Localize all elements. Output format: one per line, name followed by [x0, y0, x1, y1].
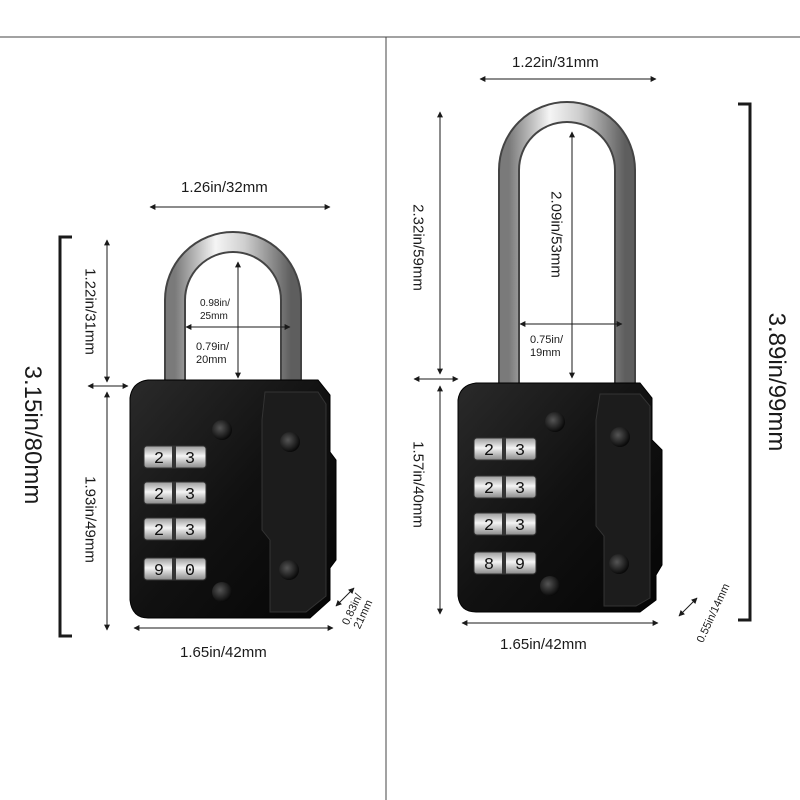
dial-digit: 3 — [515, 442, 525, 461]
dial-digit: 2 — [484, 517, 494, 536]
left-dimension-lines — [58, 204, 355, 638]
right-dial-row-4[interactable]: 8 9 — [473, 551, 537, 575]
right-inner-width-label: 0.75in/ 19mm — [530, 334, 564, 359]
left-rivet-2 — [280, 432, 300, 452]
left-inner-width-label: 0.79in/ 20mm — [196, 341, 230, 366]
dial-digit: 9 — [154, 562, 164, 581]
dial-digit: 3 — [515, 480, 525, 499]
left-rivet-4 — [212, 582, 232, 602]
left-shackle-width-label: 1.26in/32mm — [181, 179, 268, 196]
left-dial-row-3[interactable]: 2 3 — [143, 517, 207, 541]
right-body-width-label: 1.65in/42mm — [500, 636, 587, 653]
left-shackle-height-label: 1.22in/31mm — [81, 268, 99, 355]
right-total-bracket — [738, 102, 752, 622]
right-shackle-outline — [498, 101, 636, 395]
right-dimension-lines — [413, 76, 752, 626]
right-body-panel — [595, 393, 651, 607]
dial-digit: 3 — [185, 450, 195, 469]
left-padlock: 2 3 2 3 2 3 9 0 — [129, 231, 337, 619]
left-body-width-label: 1.65in/42mm — [180, 644, 267, 661]
right-shackle-width-label: 1.22in/31mm — [512, 54, 599, 71]
dial-digit: 9 — [515, 556, 525, 575]
right-total-height-label: 3.89in/99mm — [763, 312, 790, 452]
left-rivet-1 — [212, 420, 232, 440]
right-body-height-label: 1.57in/40mm — [409, 441, 427, 528]
right-inner-height-label: 2.09in/53mm — [547, 191, 565, 278]
right-rivet-4 — [540, 576, 560, 596]
left-body-panel — [261, 391, 327, 613]
dial-digit: 2 — [154, 486, 164, 505]
right-rivet-2 — [610, 427, 630, 447]
left-total-bracket — [58, 235, 72, 638]
right-rivet-1 — [545, 412, 565, 432]
left-dial-row-1[interactable]: 2 3 — [143, 445, 207, 469]
right-dial-row-3[interactable]: 2 3 — [473, 512, 537, 536]
dial-digit: 2 — [154, 450, 164, 469]
right-shackle-height-label: 2.32in/59mm — [409, 204, 427, 291]
left-body-height-label: 1.93in/49mm — [81, 476, 99, 563]
dial-digit: 3 — [185, 522, 195, 541]
dial-digit: 3 — [515, 517, 525, 536]
right-dial-row-1[interactable]: 2 3 — [473, 437, 537, 461]
left-rivet-3 — [279, 560, 299, 580]
right-rivet-3 — [609, 554, 629, 574]
right-padlock: 2 3 2 3 2 3 8 9 — [457, 101, 663, 613]
dial-digit: 0 — [185, 562, 195, 581]
dial-digit: 2 — [484, 442, 494, 461]
left-inner-height-label: 0.98in/ 25mm — [200, 298, 231, 322]
dial-digit: 2 — [154, 522, 164, 541]
dial-digit: 8 — [484, 556, 494, 575]
right-shackle — [500, 103, 634, 395]
right-dial-row-2[interactable]: 2 3 — [473, 475, 537, 499]
dial-digit: 2 — [484, 480, 494, 499]
left-dial-row-4[interactable]: 9 0 — [143, 557, 207, 581]
dial-digit: 3 — [185, 486, 195, 505]
right-thickness-arrow — [678, 597, 698, 617]
left-shackle — [166, 233, 300, 390]
left-dial-row-2[interactable]: 2 3 — [143, 481, 207, 505]
left-total-height-label: 3.15in/80mm — [19, 365, 46, 505]
left-thickness-arrow — [335, 587, 355, 607]
